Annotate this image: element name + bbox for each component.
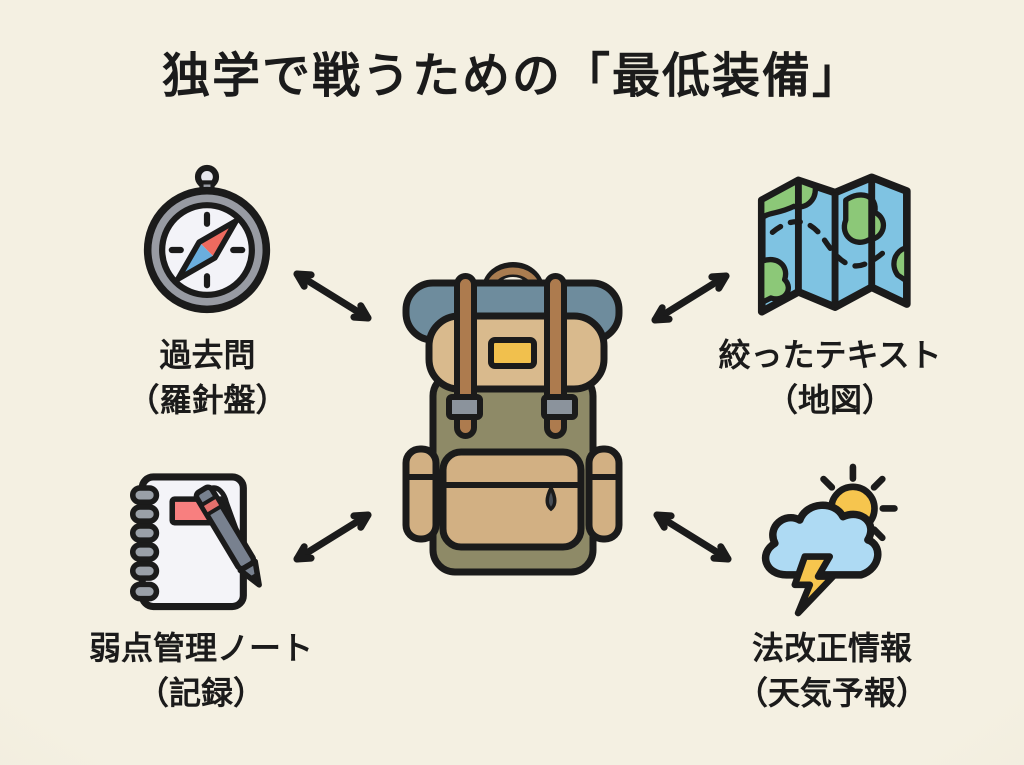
label-bottom-left-line1: 弱点管理ノート	[88, 630, 313, 666]
map-route-line	[769, 219, 892, 269]
backpack-zipper-pull	[545, 484, 557, 512]
label-top-left: 過去問 （羅針盤）	[85, 333, 330, 423]
label-bottom-right: 法改正情報 （天気予報）	[703, 626, 961, 716]
arrow-top-left	[293, 270, 372, 322]
label-top-right-line1: 絞ったテキスト	[718, 337, 942, 373]
label-bottom-left: 弱点管理ノート （記録）	[72, 626, 330, 716]
arrow-bottom-left	[293, 511, 372, 563]
cloud	[761, 501, 882, 579]
compass-needle-north	[199, 220, 237, 258]
label-bottom-left-line2: （記録）	[136, 675, 265, 711]
arrow-bottom-right	[653, 511, 732, 563]
label-bottom-right-line1: 法改正情報	[751, 630, 912, 666]
backpack-side-pocket-left	[402, 445, 440, 543]
backpack-side-pocket-right	[585, 445, 623, 543]
map-icon	[757, 173, 911, 316]
backpack-buckle-right	[541, 394, 578, 420]
backpack-front-pocket	[439, 448, 585, 551]
page-title: 独学で戦うための「最低装備」	[161, 50, 862, 103]
backpack-buckle-left	[446, 394, 483, 420]
pen	[193, 484, 262, 588]
label-top-left-line2: （羅針盤）	[127, 382, 288, 418]
lightning-bolt	[791, 553, 837, 617]
label-top-right-line2: （地図）	[765, 382, 894, 418]
label-top-left-line1: 過去問	[159, 337, 256, 373]
arrow-top-right	[651, 272, 730, 324]
compass-needle-south	[177, 242, 215, 280]
backpack-icon	[402, 262, 623, 576]
backpack-patch	[488, 337, 537, 369]
storm-cloud-sun-icon	[761, 463, 898, 617]
label-top-right: 絞ったテキスト （地図）	[695, 333, 965, 423]
label-bottom-right-line2: （天気予報）	[735, 675, 928, 711]
compass-icon	[143, 164, 271, 314]
notebook-spiral	[129, 485, 160, 602]
notebook-pen-icon	[129, 473, 262, 611]
